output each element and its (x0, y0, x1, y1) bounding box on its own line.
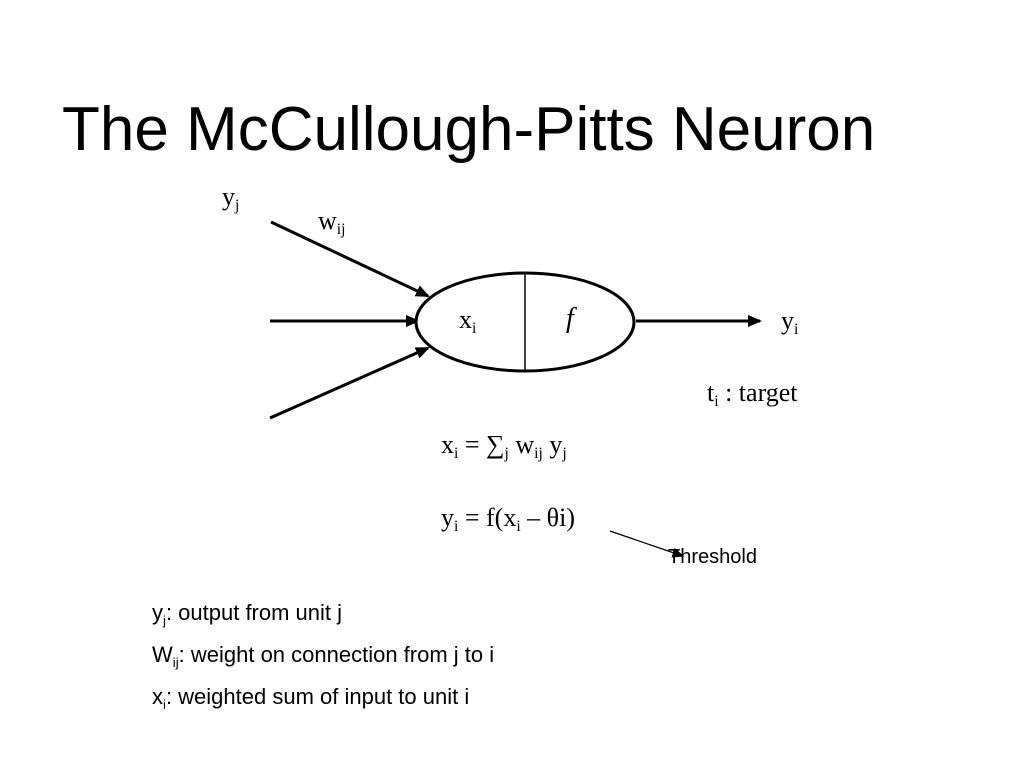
input-arrow-bottom (269, 346, 430, 420)
threshold-pointer (609, 530, 685, 558)
legend-item: Wij: weight on connection from j to i (152, 642, 495, 670)
legend: yj: output from unit j Wij: weight on co… (152, 598, 494, 724)
legend-item: yj: output from unit j (152, 600, 343, 628)
input-arrow-top (270, 220, 430, 298)
threshold-label: Threshold (668, 546, 757, 568)
legend-item: xi: weighted sum of input to unit i (152, 684, 470, 712)
target-label: ti : target (707, 378, 798, 411)
activation-equation: yi = f(xi – θi) (441, 503, 576, 536)
weighted-sum-equation: xi = ∑j wij yj (441, 430, 567, 463)
cell-function-label: f (566, 303, 574, 334)
input-label: yj (222, 182, 240, 215)
weight-label: wij (318, 206, 346, 239)
cell-input-label: xi (459, 305, 477, 338)
output-label: yi (781, 306, 799, 339)
page-title: The McCullough-Pitts Neuron (62, 95, 876, 164)
